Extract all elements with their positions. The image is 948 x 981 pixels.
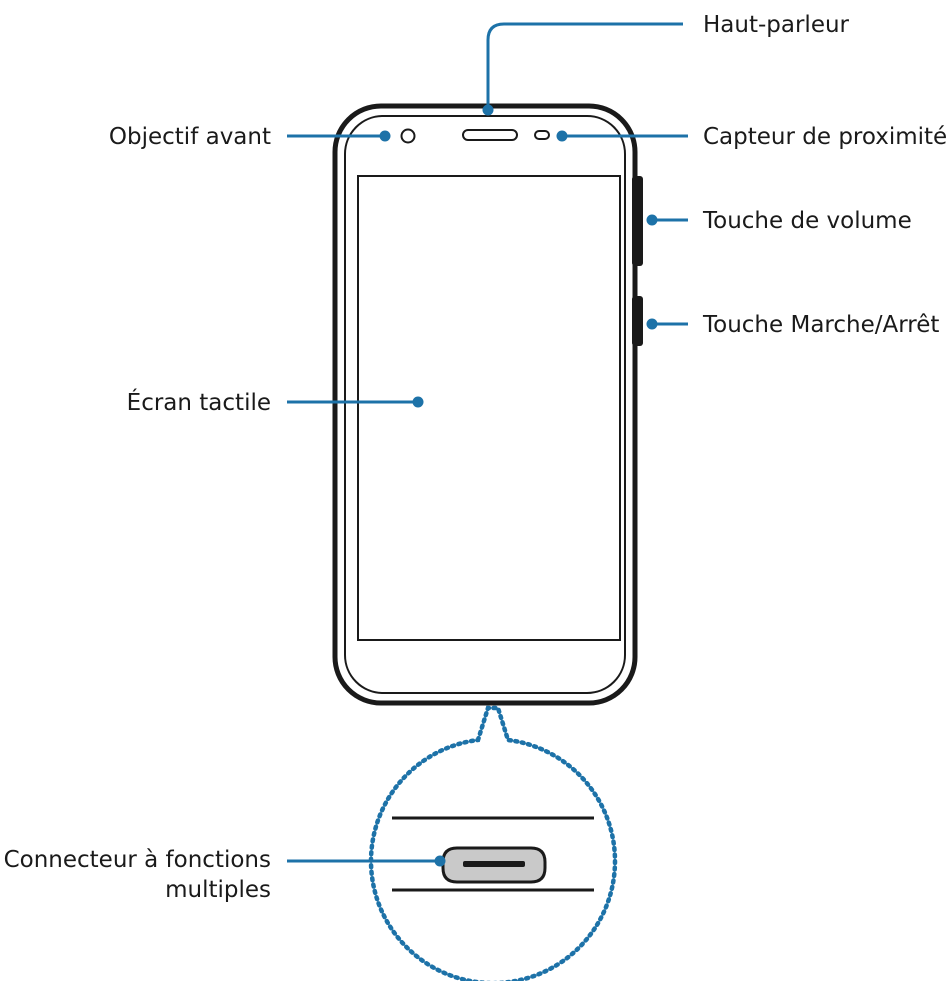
earpiece-speaker	[462, 129, 518, 141]
power-key-label: Touche Marche/Arrêt	[702, 312, 939, 338]
touch-screen	[357, 175, 621, 641]
proximity-sensor-dot	[556, 130, 568, 142]
front-camera-lens	[400, 128, 416, 144]
callout-speaker: Haut-parleur	[482, 12, 850, 116]
front-camera-dot	[379, 130, 391, 142]
power-key-dot	[646, 318, 658, 330]
speaker-label: Haut-parleur	[703, 12, 850, 38]
volume-key-dot	[646, 214, 658, 226]
connector-zoom	[368, 705, 618, 981]
callout-power-key: Touche Marche/Arrêt	[646, 312, 939, 338]
callout-front-camera: Objectif avant	[109, 124, 391, 150]
proximity-sensor-label: Capteur de proximité	[703, 124, 947, 150]
front-camera-label: Objectif avant	[109, 124, 271, 150]
touchscreen-dot	[412, 396, 424, 408]
callout-volume-key: Touche de volume	[646, 208, 912, 234]
connector-label-line2: multiples	[165, 877, 271, 903]
zoom-callout-outline	[368, 705, 618, 981]
speaker-leader	[486, 22, 683, 110]
phone-outer-shell	[332, 103, 638, 706]
volume-key-label: Touche de volume	[702, 208, 912, 234]
callout-touchscreen: Écran tactile	[127, 388, 424, 416]
callout-connector: Connecteur à fonctions multiples	[4, 847, 446, 903]
connector-label-line1: Connecteur à fonctions	[4, 847, 271, 873]
touchscreen-label: Écran tactile	[127, 388, 271, 416]
connector-dot	[434, 855, 446, 867]
phone-body	[332, 103, 643, 706]
callout-proximity-sensor: Capteur de proximité	[556, 124, 947, 150]
proximity-sensor	[534, 130, 550, 140]
phone-inner-shell	[344, 115, 626, 694]
speaker-dot	[482, 104, 494, 116]
usb-port-slot	[463, 861, 525, 867]
